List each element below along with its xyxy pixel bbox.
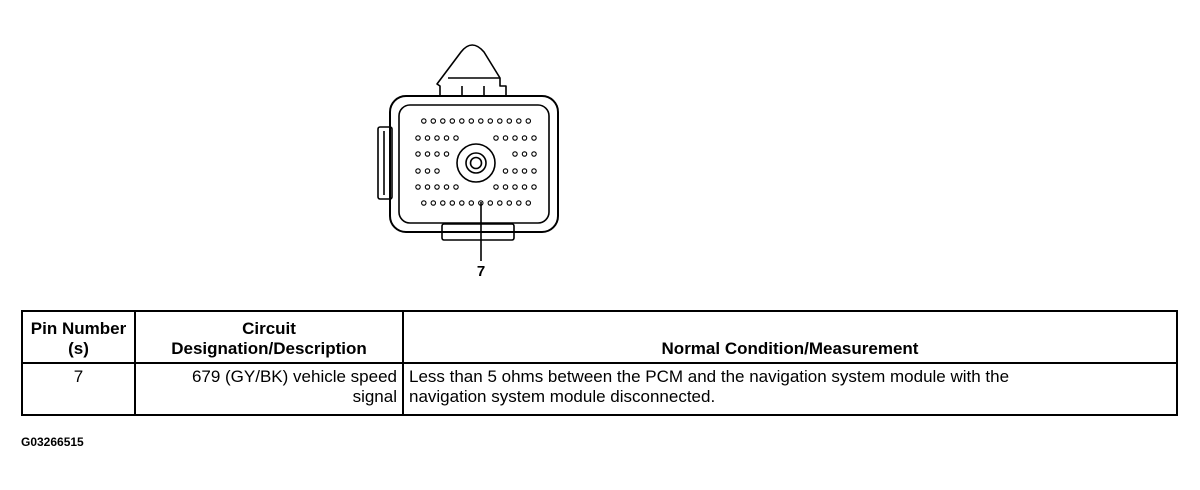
pin-cavity	[531, 168, 537, 174]
connector-face	[398, 104, 550, 224]
header-pin-line-1: Pin Number	[30, 319, 127, 338]
pin-cavity	[424, 168, 431, 174]
pin-cavity	[449, 118, 456, 124]
pin-cavity	[516, 200, 522, 206]
connector-side-tab	[377, 126, 393, 200]
pin-cavity	[468, 118, 475, 124]
pin-cavity	[415, 168, 421, 174]
connector-center-bolt	[456, 143, 496, 183]
pin-cavity	[424, 184, 431, 190]
cell-condition-line-1: Less than 5 ohms between the PCM and the…	[409, 367, 1010, 386]
pin-cavity	[424, 151, 431, 157]
header-circuit-line-1: Circuit	[242, 319, 296, 338]
pin-cavity	[497, 200, 503, 206]
pin-cavity	[440, 118, 446, 124]
pin-callout-label: 7	[477, 263, 485, 280]
pin-cavities	[415, 118, 537, 206]
pin-cavity	[512, 168, 518, 174]
pin-cavity	[434, 168, 440, 174]
pin-cavity	[521, 168, 528, 174]
pin-cavity	[521, 135, 528, 141]
connector-latch	[436, 44, 507, 97]
pin-cavity	[430, 118, 437, 124]
pin-cavity	[506, 118, 513, 124]
header-pin-number: Pin Number (s)	[21, 310, 136, 364]
pin-cavity	[468, 200, 475, 206]
pin-cavity	[478, 118, 484, 124]
pin-cavity	[493, 135, 499, 141]
pin-cavity	[521, 151, 528, 157]
cell-circuit-line-2: signal	[352, 387, 397, 406]
pin-cavity	[434, 151, 440, 157]
pin-table: Pin Number (s) Circuit Designation/Descr…	[21, 310, 1178, 416]
connector-diagram: 7	[377, 44, 559, 280]
pin-cavity	[449, 200, 456, 206]
pin-cavity	[493, 184, 499, 190]
pin-cavity	[415, 151, 421, 157]
pin-cavity	[525, 200, 532, 206]
pin-cavity	[430, 200, 437, 206]
header-circuit-line-2: Designation/Description	[171, 339, 367, 358]
pin-cavity	[434, 184, 440, 190]
pin-cavity	[487, 200, 494, 206]
pin-cavity	[487, 118, 494, 124]
pin-cavity	[424, 135, 431, 141]
pin-cavity	[434, 135, 440, 141]
pin-cavity	[521, 184, 528, 190]
pin-cavity	[453, 184, 459, 190]
pin-cavity	[443, 135, 450, 141]
table-header-row: Pin Number (s) Circuit Designation/Descr…	[21, 310, 1178, 364]
pin-cavity	[525, 118, 532, 124]
header-condition: Normal Condition/Measurement	[402, 310, 1178, 364]
pin-cavity	[512, 151, 518, 157]
pin-cavity	[502, 184, 509, 190]
pin-cavity	[516, 118, 522, 124]
pin-cavity	[497, 118, 503, 124]
pin-cavity	[531, 151, 537, 157]
pin-cavity	[459, 118, 465, 124]
pin-cavity	[453, 135, 459, 141]
connector-housing	[389, 95, 559, 233]
pin-cavity	[443, 151, 450, 157]
header-circuit: Circuit Designation/Description	[134, 310, 404, 364]
pin-cavity	[502, 168, 509, 174]
pin-cavity	[459, 200, 465, 206]
pin-cavity	[421, 200, 427, 206]
pin-cavity	[512, 135, 518, 141]
pin-cavity	[531, 184, 537, 190]
pin-cavity	[415, 135, 421, 141]
cell-condition-line-2: navigation system module disconnected.	[409, 387, 716, 406]
pin-cavity	[440, 200, 446, 206]
pin-cavity	[502, 135, 509, 141]
pin-cavity	[512, 184, 518, 190]
table-row: 7 679 (GY/BK) vehicle speed signal Less …	[21, 362, 1178, 416]
cell-circuit-line-1: 679 (GY/BK) vehicle speed	[191, 367, 397, 386]
header-pin-line-2: (s)	[68, 339, 89, 358]
pin-cavity	[443, 184, 450, 190]
cell-condition: Less than 5 ohms between the PCM and the…	[402, 362, 1178, 416]
pin-cavity	[415, 184, 421, 190]
cell-circuit: 679 (GY/BK) vehicle speed signal	[134, 362, 404, 416]
figure-code: G03266515	[21, 435, 84, 449]
pin-cavity	[421, 118, 427, 124]
cell-pin: 7	[21, 362, 136, 416]
pin-cavity	[506, 200, 513, 206]
pin-cavity	[531, 135, 537, 141]
